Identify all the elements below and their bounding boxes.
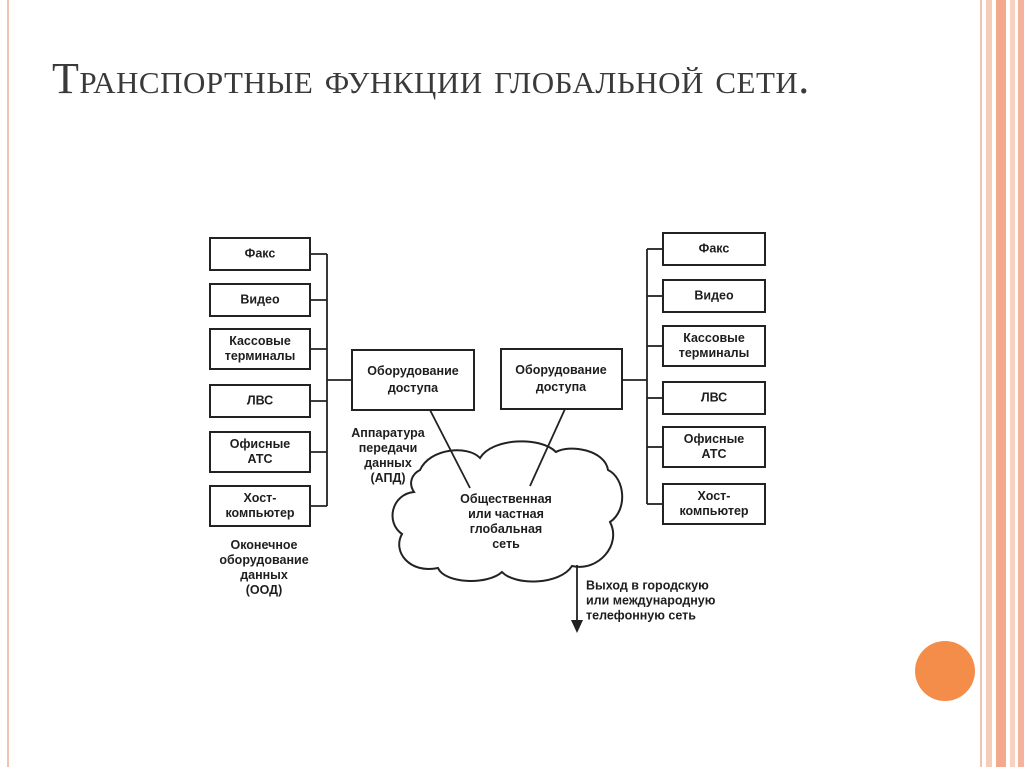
right-device-box (662, 232, 766, 266)
orange-circle-decoration (915, 641, 975, 701)
right-device-box (662, 426, 766, 468)
network-label: глобальная (470, 522, 542, 536)
dce-label: передачи (359, 441, 418, 455)
right-device-label: Видео (694, 288, 734, 302)
network-label: или частная (468, 507, 544, 521)
left-device-label: АТС (247, 452, 272, 466)
right-access-label: Оборудование (515, 363, 606, 377)
left-access-label: доступа (388, 381, 439, 395)
right-device-label: АТС (701, 447, 726, 461)
decor-stripe (986, 0, 992, 767)
left-device-label: Хост- (244, 491, 277, 505)
left-device-box (209, 328, 311, 370)
right-device-box (662, 483, 766, 525)
left-device-label: Факс (245, 246, 276, 260)
left-device-label: Офисные (230, 437, 291, 451)
right-device-label: Факс (699, 241, 730, 255)
dte-label: оборудование (219, 553, 308, 567)
left-device-label: Видео (240, 292, 280, 306)
dce-label: (АПД) (370, 471, 405, 485)
left-device-box (209, 431, 311, 473)
decor-stripe (996, 0, 1006, 767)
slide-frame (7, 0, 982, 767)
network-label: Общественная (460, 492, 552, 506)
dce-label: Аппаратура (351, 426, 426, 440)
right-device-label: компьютер (679, 504, 748, 518)
left-device-label: ЛВС (247, 393, 273, 407)
right-link-line (529, 408, 566, 487)
right-device-label: ЛВС (701, 390, 727, 404)
left-access-label: Оборудование (367, 364, 458, 378)
right-device-label: Хост- (698, 489, 731, 503)
network-cloud (391, 440, 624, 583)
decor-stripe (1010, 0, 1015, 767)
left-device-label: терминалы (225, 349, 296, 363)
dte-label: данных (240, 568, 288, 582)
right-device-label: терминалы (679, 346, 750, 360)
decor-stripe (1018, 0, 1024, 767)
network-label: сеть (492, 537, 520, 551)
left-device-label: Кассовые (229, 334, 291, 348)
right-device-box (662, 279, 766, 313)
right-access-box (500, 348, 623, 410)
right-device-box (662, 381, 766, 415)
right-device-label: Офисные (684, 432, 745, 446)
left-access-box (351, 349, 475, 411)
dce-label: данных (364, 456, 412, 470)
dte-label: Оконечное (230, 538, 297, 552)
left-link-line (429, 409, 471, 489)
left-device-label: компьютер (225, 506, 294, 520)
right-device-label: Кассовые (683, 331, 745, 345)
dte-label: (ООД) (246, 583, 283, 597)
slide-title: Транспортные функции глобальной сети. (52, 54, 810, 103)
exit-label: или международную (586, 593, 716, 607)
exit-arrowhead (571, 620, 583, 633)
exit-label: телефонную сеть (586, 608, 696, 622)
exit-label: Выход в городскую (586, 578, 709, 592)
right-access-label: доступа (536, 380, 587, 394)
